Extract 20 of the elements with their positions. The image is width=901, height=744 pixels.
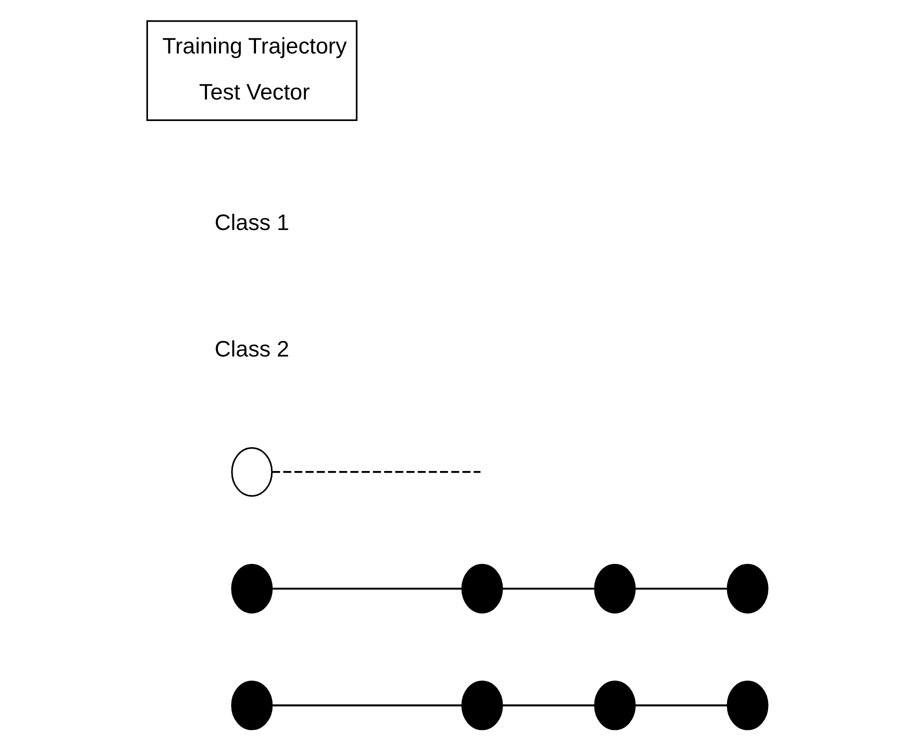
legend-label: Training Trajectory bbox=[162, 33, 346, 58]
connector bbox=[272, 588, 462, 590]
legend-label: Test Vector bbox=[198, 80, 310, 105]
node-circle bbox=[460, 680, 502, 730]
label: Class 2 bbox=[214, 336, 289, 362]
node-circle bbox=[594, 680, 636, 730]
connector bbox=[634, 704, 727, 706]
connector bbox=[634, 588, 727, 590]
node-circle bbox=[230, 447, 272, 497]
node-circle bbox=[230, 564, 272, 614]
connector bbox=[502, 588, 594, 590]
connector bbox=[272, 704, 462, 706]
node-circle bbox=[230, 680, 272, 730]
node-circle bbox=[726, 564, 768, 614]
node-circle bbox=[726, 680, 768, 730]
label: Class 1 bbox=[214, 210, 289, 236]
connector bbox=[502, 704, 594, 706]
connector bbox=[272, 470, 480, 473]
node-circle bbox=[594, 564, 636, 614]
node-circle bbox=[460, 564, 502, 614]
